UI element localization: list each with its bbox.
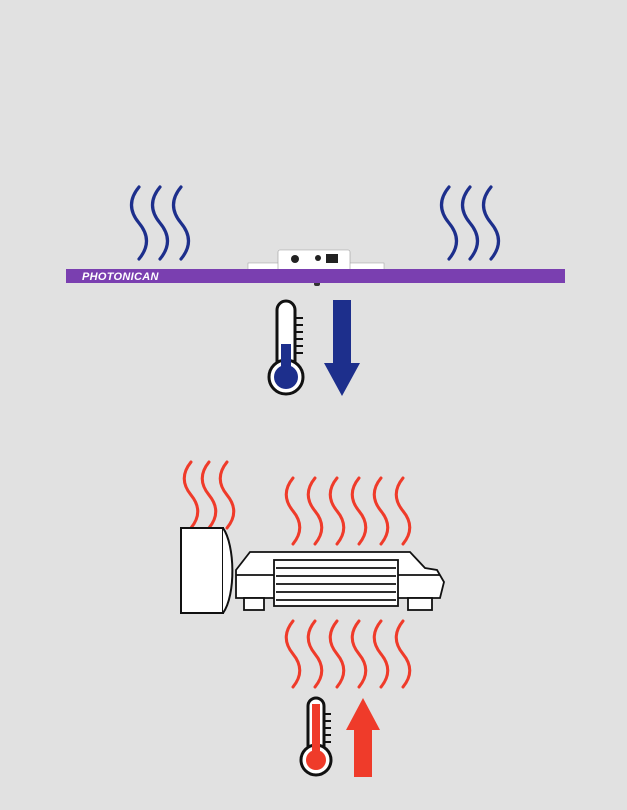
hps-fixture-icon xyxy=(235,551,445,611)
fixture-heat-waves-bottom xyxy=(284,619,412,689)
led-light-bar xyxy=(66,269,565,283)
ballast-box-icon xyxy=(180,527,234,614)
led-heat-waves-right xyxy=(439,185,501,261)
thermometer-high-icon xyxy=(299,696,333,777)
arrow-down-icon xyxy=(324,300,360,396)
brand-label: PHOTONICAN xyxy=(82,271,159,283)
thermometer-low-icon xyxy=(267,299,305,396)
ballast-heat-waves xyxy=(182,460,236,530)
led-heat-waves-left xyxy=(129,185,191,261)
fixture-heat-waves-top xyxy=(284,476,412,546)
arrow-up-icon xyxy=(346,698,380,777)
